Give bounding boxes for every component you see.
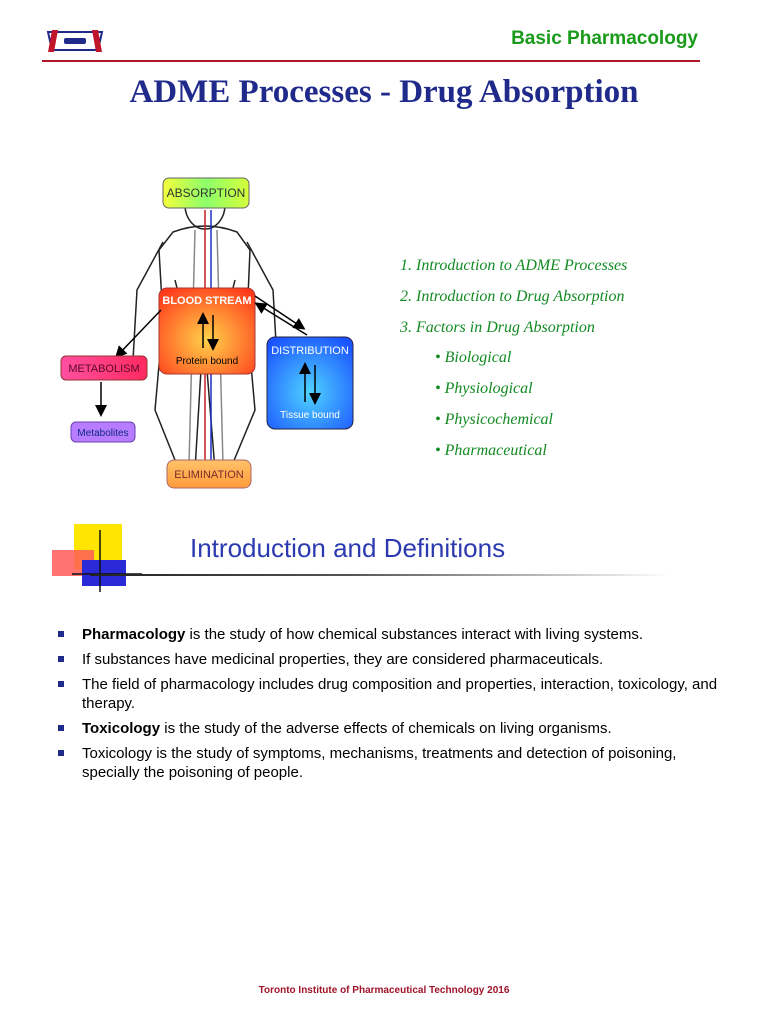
bullet-square-icon (58, 681, 64, 687)
definition: If substances have medicinal properties,… (82, 651, 604, 668)
blood-stream-label: BLOOD STREAM (162, 295, 251, 307)
bullet-square-icon (58, 750, 64, 756)
footer: Toronto Institute of Pharmaceutical Tech… (258, 985, 510, 996)
definition: is the study of the adverse effects of c… (160, 720, 612, 737)
bullet-square-icon (58, 656, 64, 662)
distribution-label: DISTRIBUTION (271, 345, 349, 357)
topic-list: 1. Introduction to ADME Processes 2. Int… (400, 255, 740, 471)
topic-item: 3. Factors in Drug Absorption (400, 318, 595, 336)
protein-bound-label: Protein bound (176, 356, 238, 367)
metabolism-label: METABOLISM (68, 363, 139, 375)
list-item: Pharmacology is the study of how chemica… (58, 625, 718, 644)
topic-item: 1. Introduction to ADME Processes (400, 257, 628, 274)
topic-subitem: • Biological (435, 349, 512, 367)
definitions-list: Pharmacology is the study of how chemica… (58, 625, 718, 788)
list-item: If substances have medicinal properties,… (58, 650, 718, 669)
topic-item: 2. Introduction to Drug Absorption (400, 287, 625, 305)
topic-subitem: • Pharmaceutical (435, 441, 547, 459)
institute-logo-icon (46, 30, 104, 52)
term: Pharmacology (82, 626, 186, 643)
absorption-label: ABSORPTION (167, 186, 246, 200)
section-title: Introduction and Definitions (190, 533, 506, 563)
list-item: Toxicology is the study of the adverse e… (58, 719, 718, 738)
list-item: Toxicology is the study of symptoms, mec… (58, 744, 718, 782)
elimination-label: ELIMINATION (174, 469, 244, 481)
adme-diagram: ABSORPTION BLOOD STREAM Protein bound DI… (60, 177, 354, 489)
tissue-bound-label: Tissue bound (280, 410, 340, 421)
bullet-square-icon (58, 725, 64, 731)
list-item: The field of pharmacology includes drug … (58, 675, 718, 713)
section-decoration-icon (52, 524, 142, 592)
metabolites-label: Metabolites (77, 428, 128, 439)
header-divider (42, 60, 700, 62)
page-title: ADME Processes - Drug Absorption (129, 74, 639, 110)
header-title: Basic Pharmacology (511, 28, 698, 49)
definition: The field of pharmacology includes drug … (82, 676, 718, 712)
definition: is the study of how chemical substances … (185, 626, 644, 643)
definition: Toxicology is the study of symptoms, mec… (82, 745, 677, 781)
section-divider (90, 574, 670, 576)
topic-subitem: • Physiological (435, 380, 533, 398)
bullet-square-icon (58, 631, 64, 637)
term: Toxicology (82, 720, 161, 737)
topic-subitem: • Physicochemical (435, 410, 553, 428)
